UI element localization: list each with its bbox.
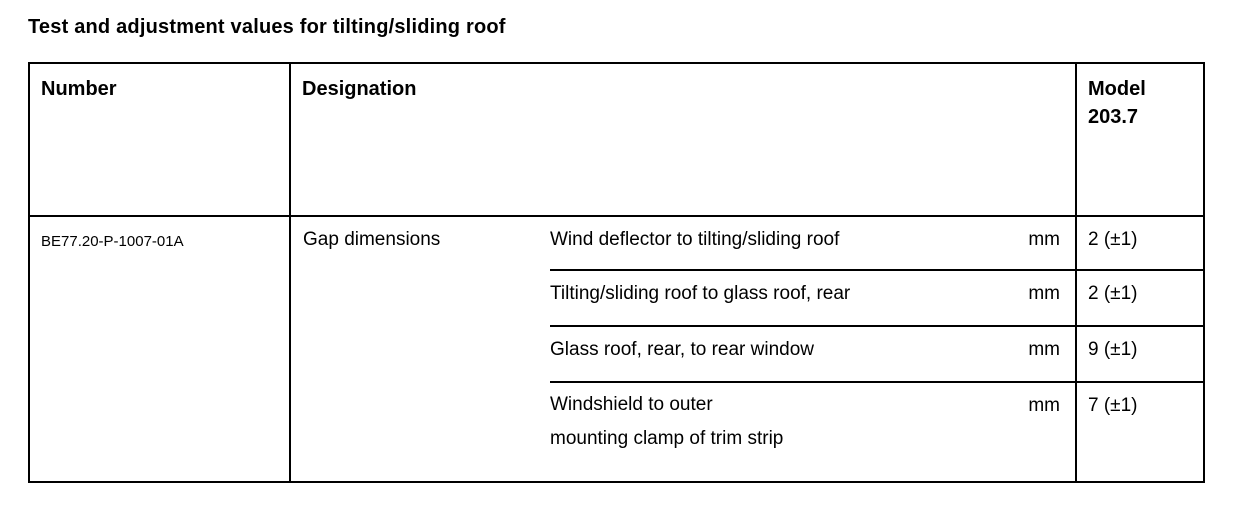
column-header-model: Model 203.7 xyxy=(1075,64,1203,217)
measurement-value: 2 (±1) xyxy=(1075,217,1203,269)
designation-group-label: Gap dimensions xyxy=(289,217,550,481)
measurement-unit: mm xyxy=(1028,339,1060,360)
measurement-description: Wind deflector to tilting/sliding roof xyxy=(550,229,840,250)
row-number-value: BE77.20-P-1007-01A xyxy=(41,233,184,250)
column-header-number: Number xyxy=(30,64,289,217)
measurement-unit: mm xyxy=(1028,395,1060,416)
table-row: Tilting/sliding roof to glass roof, rear… xyxy=(550,269,1075,325)
test-adjustment-values-table: Number Designation Model 203.7 BE77.20-P… xyxy=(28,62,1205,483)
measurement-description: Windshield to outer mounting clamp of tr… xyxy=(550,394,784,449)
measurement-unit: mm xyxy=(1028,229,1060,250)
page-title: Test and adjustment values for tilting/s… xyxy=(28,16,506,38)
column-header-designation: Designation xyxy=(289,64,1075,217)
table-row: Wind deflector to tilting/sliding roof m… xyxy=(550,217,1075,269)
measurement-unit: mm xyxy=(1028,283,1060,304)
measurement-value: 9 (±1) xyxy=(1075,325,1203,381)
measurement-description: Tilting/sliding roof to glass roof, rear xyxy=(550,283,851,304)
measurement-value: 2 (±1) xyxy=(1075,269,1203,325)
table-row: Glass roof, rear, to rear window mm xyxy=(550,325,1075,381)
measurement-description: Glass roof, rear, to rear window xyxy=(550,339,814,360)
table-row: Windshield to outer mounting clamp of tr… xyxy=(550,381,1075,481)
measurement-value: 7 (±1) xyxy=(1075,381,1203,481)
